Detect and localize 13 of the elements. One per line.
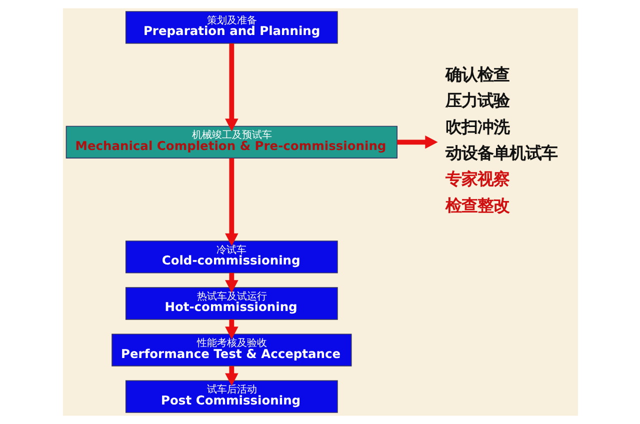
node-box: 性能考核及验收 Performance Test & Acceptance bbox=[111, 334, 352, 366]
arrow bbox=[396, 136, 438, 149]
node-text: 确认检查 压力试验 吹扫冲洗 动设备单机试车 专家视察 检查整改 bbox=[445, 65, 558, 215]
node-box: 热试车及试运行 Hot-commissioning bbox=[124, 287, 338, 320]
arrow bbox=[224, 320, 238, 340]
arrow bbox=[224, 43, 238, 132]
arrow bbox=[224, 366, 238, 386]
node-box: 试车后活动 Post Commissioning bbox=[124, 380, 338, 413]
node-box: 策划及准备 Preparation and Planning bbox=[124, 11, 338, 44]
node-box: 机械竣工及预试车 Mechanical Completion & Pre-commissioning bbox=[65, 126, 397, 158]
arrow bbox=[224, 272, 238, 293]
node-box: 冷试车 Cold-commissioning bbox=[124, 240, 338, 274]
arrow bbox=[224, 158, 238, 246]
